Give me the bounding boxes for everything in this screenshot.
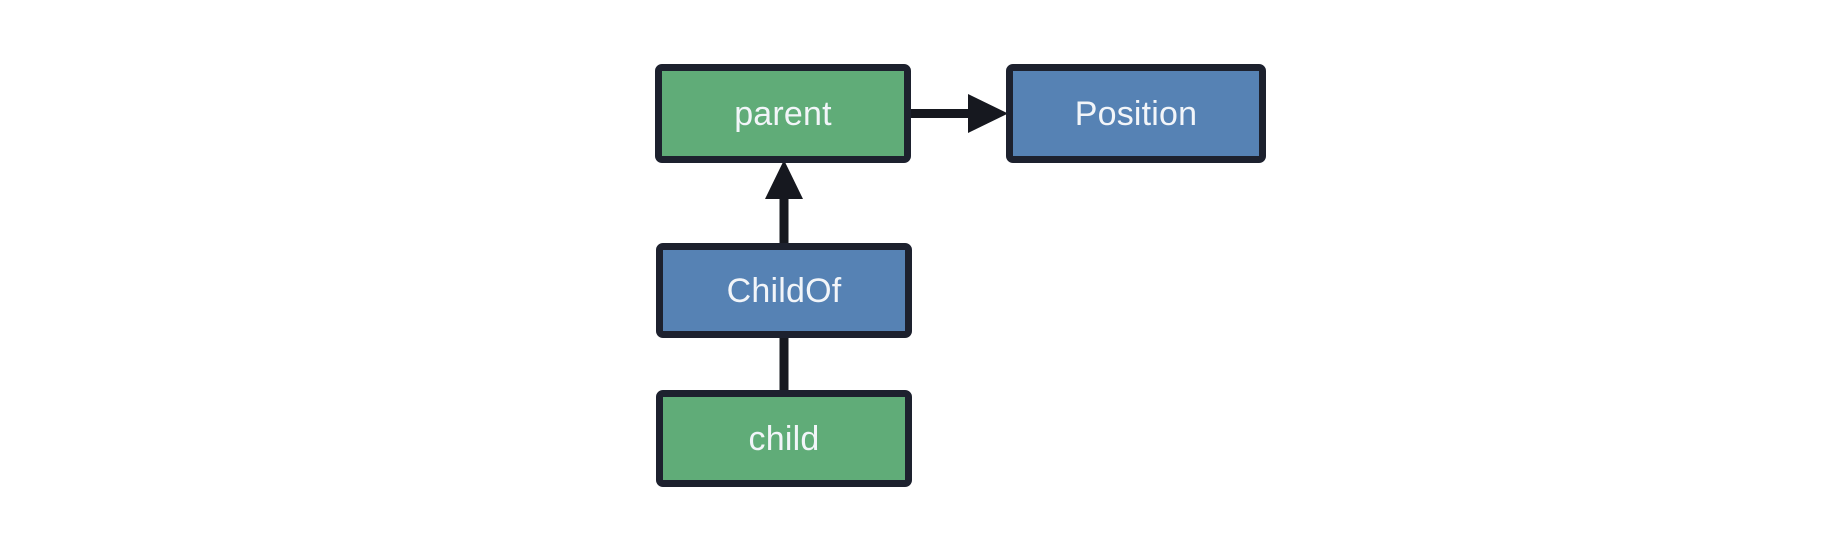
node-parent[interactable]: parent — [655, 64, 911, 163]
node-child-label: child — [748, 419, 820, 458]
node-child[interactable]: child — [656, 390, 912, 487]
edge-parent-to-position — [908, 94, 1008, 133]
node-position-label: Position — [1074, 94, 1198, 133]
node-position[interactable]: Position — [1006, 64, 1266, 163]
edge-child-to-childof — [779, 334, 789, 394]
node-childof[interactable]: ChildOf — [656, 243, 912, 338]
node-parent-label: parent — [734, 94, 832, 133]
node-childof-label: ChildOf — [726, 271, 842, 310]
edge-childof-to-parent — [765, 160, 803, 244]
